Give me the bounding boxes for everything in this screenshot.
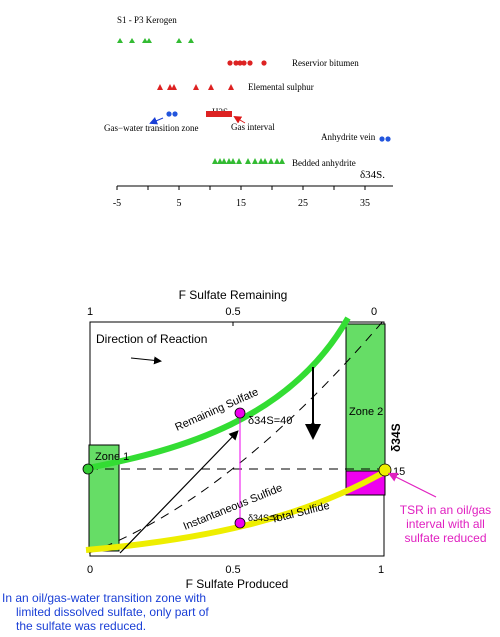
gw-zone-arrow [149, 117, 164, 125]
top-tick-label: 25 [298, 198, 308, 209]
bedded-triangle-marker [279, 158, 285, 164]
bedded-anhydrite-label: Bedded anhydrite [292, 158, 356, 168]
top-tick-label: 0.5 [225, 306, 240, 318]
top-x-axis [116, 185, 393, 190]
h2s-blue-circle-marker [166, 111, 172, 117]
bitumen-circle-marker [227, 60, 233, 66]
gas-interval-arrow [233, 115, 246, 124]
sulfate-point-marker [234, 407, 246, 419]
bedded-triangle-marker [258, 158, 264, 164]
total-sulfide-curve [85, 468, 388, 553]
top-tick-label: 0 [371, 306, 377, 318]
delta-34s-axis-label: δ34S. [360, 169, 385, 181]
gw-zone-label: Gas−water transition zone [104, 123, 199, 133]
bedded-triangle-marker [252, 158, 258, 164]
sulphur-markers [157, 84, 234, 90]
bitumen-circle-marker [241, 60, 247, 66]
kerogen-triangle-marker [176, 38, 182, 43]
kerogen-triangle-marker [146, 38, 152, 43]
top-isotope-chart: S1 - P3 Kerogen Reservior bitumen [104, 15, 393, 209]
kerogen-triangle-marker [142, 38, 148, 43]
h2s-blue-circle-marker [172, 111, 178, 117]
h2s-markers [149, 111, 246, 125]
bedded-anhydrite-markers [212, 158, 285, 164]
anhydrite-vein-markers [379, 136, 391, 142]
right-axis-label: δ34S [389, 423, 403, 452]
bottom-tick-label: 0 [87, 564, 93, 576]
zone2-label: Zone 2 [349, 406, 383, 418]
bedded-triangle-marker [245, 158, 251, 164]
gw-transition-note: In an oil/gas-water transition zone with… [2, 591, 209, 633]
sulphur-triangle-marker [157, 84, 163, 90]
upper-isotope-value: δ34S=40 [248, 415, 292, 427]
gas-interval-bar [206, 111, 232, 117]
lower-isotope-value: δ34S=4 [248, 513, 279, 523]
bitumen-circle-marker [237, 60, 243, 66]
zone2-callout-arrow [387, 472, 437, 498]
zone1-start-point [82, 463, 94, 475]
top-tick-label: 35 [360, 198, 370, 209]
direction-of-reaction-label: Direction of Reaction [96, 332, 207, 346]
gw-note-line: limited dissolved sulfate, only part of [16, 605, 209, 619]
kerogen-triangle-marker [129, 38, 135, 43]
tsr-note-line: TSR in an oil/gas [399, 503, 492, 517]
bedded-triangle-marker [212, 158, 218, 164]
top-tick-label: 15 [236, 198, 246, 209]
sulphur-triangle-marker [208, 84, 214, 90]
bottom-tick-label: 0.5 [225, 564, 240, 576]
bedded-triangle-marker [226, 158, 232, 164]
zone1-label: Zone 1 [95, 451, 129, 463]
bitumen-circle-marker [247, 60, 253, 66]
sulfate-produced-title: F Sulfate Produced [186, 577, 289, 591]
bedded-triangle-marker [274, 158, 280, 164]
sulphur-triangle-marker [171, 84, 177, 90]
zone2-end-point [378, 463, 392, 477]
kerogen-label: S1 - P3 Kerogen [117, 15, 177, 25]
top-tick-label: 1 [87, 306, 93, 318]
kerogen-triangle-marker [117, 38, 123, 43]
gw-note-line: the sulfate was reduced. [16, 619, 147, 633]
tsr-note-line: interval with all [406, 517, 485, 531]
bitumen-circle-marker [261, 60, 267, 66]
bedded-triangle-marker [230, 158, 236, 164]
top-tick-label: 5 [177, 198, 182, 209]
bitumen-label: Reservior bitumen [292, 58, 359, 68]
tsr-note: TSR in an oil/gas interval with all sulf… [391, 503, 500, 545]
tsr-diagram: F Sulfate Remaining 1 0.5 0 Direction of… [82, 288, 437, 591]
bedded-triangle-marker [262, 158, 268, 164]
top-tick-label: -5 [113, 198, 121, 209]
sulfate-remaining-title: F Sulfate Remaining [179, 288, 288, 302]
sulphur-triangle-marker [228, 84, 234, 90]
sulfide-point-marker [234, 517, 246, 529]
bitumen-markers [227, 60, 267, 66]
bedded-triangle-marker [221, 158, 227, 164]
gw-note-line: In an oil/gas-water transition zone with [2, 591, 207, 605]
sulphur-triangle-marker [193, 84, 199, 90]
zone1-callout-arrow [119, 430, 239, 554]
tsr-note-line: sulfate reduced [404, 531, 487, 545]
anhydrite-vein-circle-marker [379, 136, 385, 142]
instantaneous-sulfide-label: Instantaneous Sulfide [182, 482, 285, 533]
bitumen-circle-marker [233, 60, 239, 66]
kerogen-triangle-marker [188, 38, 194, 43]
anhydrite-vein-circle-marker [385, 136, 391, 142]
bedded-triangle-marker [236, 158, 242, 164]
instantaneous-sulfide-dashed-curve [88, 319, 385, 554]
sulphur-triangle-marker [167, 84, 173, 90]
direction-arrow [130, 356, 162, 365]
remaining-sulfate-curve [87, 316, 351, 471]
anhydrite-vein-label: Anhydrite vein [321, 132, 376, 142]
bedded-triangle-marker [217, 158, 223, 164]
kerogen-markers [117, 38, 194, 43]
gas-interval-label: Gas interval [231, 122, 275, 132]
bedded-triangle-marker [268, 158, 274, 164]
zone2-box [345, 323, 386, 472]
sulphur-label: Elemental sulphur [248, 82, 314, 92]
bottom-tick-label: 1 [378, 564, 384, 576]
